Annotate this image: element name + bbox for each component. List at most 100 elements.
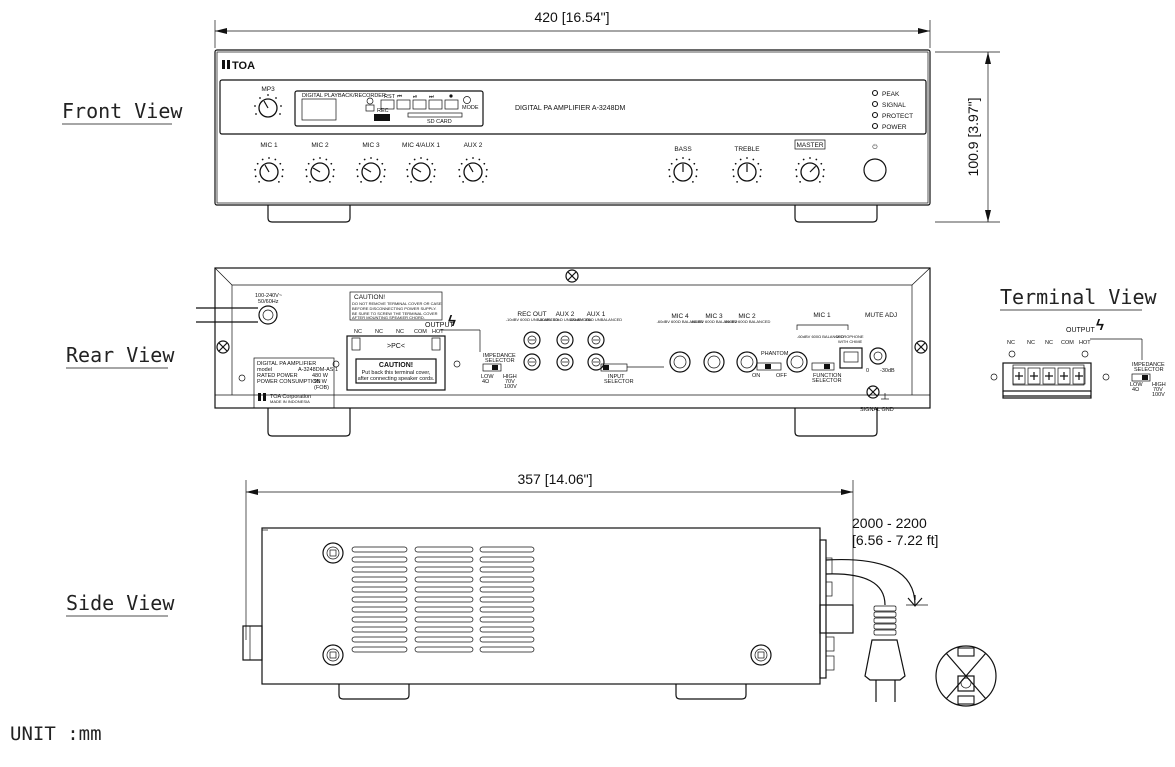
terminal-screw xyxy=(1012,367,1026,385)
power-plug-front xyxy=(935,645,997,707)
svg-text:IMPEDANCE: IMPEDANCE xyxy=(483,353,516,359)
sd-card-slot[interactable] xyxy=(407,112,463,118)
player-indicator-icon xyxy=(366,97,374,105)
mic4-aux1-knob[interactable] xyxy=(406,157,436,183)
svg-text:MADE IN INDONESIA: MADE IN INDONESIA xyxy=(270,399,310,404)
jack-label-mic1: MIC 1 xyxy=(813,312,831,319)
front-view-label-group: Front View xyxy=(62,99,183,125)
mute-adj-knob[interactable] xyxy=(869,347,887,365)
rear-power-cord: 100-240V~ 50/60Hz xyxy=(196,293,282,325)
cord-dimension-line2: [6.56 - 7.22 ft] xyxy=(852,532,938,548)
mic-input-jack[interactable] xyxy=(786,351,808,373)
knob-label-mic2: MIC 2 xyxy=(311,142,329,149)
player-button-next[interactable] xyxy=(428,99,443,110)
player-button-prev[interactable] xyxy=(396,99,411,110)
mic3-knob[interactable] xyxy=(356,157,386,183)
rear-top-screw xyxy=(565,269,579,283)
svg-text:480 W: 480 W xyxy=(312,373,329,379)
svg-text:⏮: ⏮ xyxy=(397,94,402,100)
rca-jack[interactable] xyxy=(523,331,541,349)
front-right-foot xyxy=(794,205,878,223)
player-button-play[interactable] xyxy=(412,99,427,110)
rear-left-foot xyxy=(267,408,351,437)
svg-text:ϟ: ϟ xyxy=(1096,317,1104,334)
mute-adj-label: MUTE ADJ xyxy=(865,312,897,319)
svg-text:-60dBV 600Ω BALANCED: -60dBV 600Ω BALANCED xyxy=(691,319,738,324)
mode-button[interactable] xyxy=(463,96,471,104)
mp3-knob-label: MP3 xyxy=(261,86,275,93)
rj45-port[interactable] xyxy=(839,347,863,369)
knob-label-mic3: MIC 3 xyxy=(362,142,380,149)
treble-knob[interactable] xyxy=(732,157,762,183)
lock-icon xyxy=(365,104,375,112)
mic-input-jack[interactable] xyxy=(736,351,758,373)
cover-mark: >PC< xyxy=(387,343,405,350)
aux2-knob[interactable] xyxy=(458,157,488,183)
svg-text:BE SURE TO SCREW THE TERMINAL: BE SURE TO SCREW THE TERMINAL COVER xyxy=(352,311,438,316)
svg-text:BEFORE DISCONNECTING POWER SUP: BEFORE DISCONNECTING POWER SUPPLY. xyxy=(352,306,437,311)
player-button-rec[interactable] xyxy=(444,99,459,110)
svg-text:⏭: ⏭ xyxy=(429,94,434,100)
function-selector[interactable]: FUNCTION SELECTOR xyxy=(811,362,842,384)
front-inner-panel xyxy=(219,79,927,135)
svg-text:HIGH: HIGH xyxy=(503,374,517,380)
svg-text:TOA Corporation: TOA Corporation xyxy=(270,394,311,400)
front-left-foot xyxy=(267,205,351,223)
master-knob[interactable] xyxy=(795,157,825,183)
mic2-knob[interactable] xyxy=(305,157,335,183)
rear-left-screw xyxy=(216,340,230,354)
knob-label-mic1: MIC 1 xyxy=(260,142,278,149)
svg-text:-20dBV 10kΩ UNBALANCED: -20dBV 10kΩ UNBALANCED xyxy=(539,317,591,322)
svg-text:NC: NC xyxy=(396,329,404,335)
caution-title: CAUTION! xyxy=(354,294,385,301)
indicator-power-led xyxy=(871,122,879,130)
side-screw-bottom-left xyxy=(322,644,344,666)
svg-text:-10dBV 600Ω UNBALANCED: -10dBV 600Ω UNBALANCED xyxy=(506,317,559,322)
rca-jack[interactable] xyxy=(556,353,574,371)
mic-input-jack[interactable] xyxy=(703,351,725,373)
rear-top-bevel xyxy=(214,267,931,286)
rca-jack[interactable] xyxy=(587,353,605,371)
svg-text:NC: NC xyxy=(1027,340,1035,346)
front-panel-outline xyxy=(214,49,931,206)
input-selector[interactable]: INPUT SELECTOR xyxy=(600,363,664,385)
usb-port[interactable] xyxy=(374,114,390,121)
knob-label-mic4-aux1: MIC 4/AUX 1 xyxy=(402,142,440,149)
svg-text:NC: NC xyxy=(354,329,362,335)
svg-text:HOT: HOT xyxy=(432,329,444,335)
phantom-switch[interactable]: PHANTOM ON OFF xyxy=(752,351,789,379)
cord-dimension-line1: 2000 - 2200 xyxy=(852,515,927,531)
rear-view: 100-240V~ 50/60Hz CAUTION! DO NOT REMOVE… xyxy=(196,267,931,437)
front-view-label: Front View xyxy=(62,99,183,123)
svg-text:NC: NC xyxy=(1007,340,1015,346)
jack-label-mic3: MIC 3 xyxy=(705,313,723,320)
side-view-label-group: Side View xyxy=(66,591,175,617)
mic-input-jack[interactable] xyxy=(669,351,691,373)
svg-text:4Ω: 4Ω xyxy=(482,379,489,385)
rca-jack[interactable] xyxy=(523,353,541,371)
mic1-knob[interactable] xyxy=(254,157,284,183)
bass-knob[interactable] xyxy=(668,157,698,183)
svg-text:DO NOT REMOVE TERMINAL COVER O: DO NOT REMOVE TERMINAL COVER OR CASE xyxy=(352,301,442,306)
terminal-screw xyxy=(1042,367,1056,385)
svg-text:-60dBV 600Ω BALANCED: -60dBV 600Ω BALANCED xyxy=(724,319,771,324)
rca-jack[interactable] xyxy=(587,331,605,349)
svg-text:AFTER MOUNTING SPEAKER CHORD.: AFTER MOUNTING SPEAKER CHORD. xyxy=(352,315,425,320)
rca-jack[interactable] xyxy=(556,331,574,349)
front-indicators: PEAK SIGNAL PROTECT POWER xyxy=(871,89,913,131)
power-button[interactable]: ⏻ xyxy=(863,144,887,182)
jack-label-rec-out: REC OUT xyxy=(517,311,546,318)
player-button-1[interactable] xyxy=(380,99,395,110)
svg-text:⏯: ⏯ xyxy=(413,94,417,100)
terminal-screw xyxy=(1057,367,1071,385)
svg-text:-60dBV 600Ω BALANCED: -60dBV 600Ω BALANCED xyxy=(657,319,704,324)
impedance-selector[interactable]: IMPEDANCE SELECTOR LOW 4Ω HIGH 70V 100V xyxy=(481,353,517,390)
side-left-foot xyxy=(338,684,410,700)
svg-text:HIGH: HIGH xyxy=(1152,382,1166,388)
indicator-signal-led xyxy=(871,100,879,108)
player-usb-label: REC xyxy=(377,108,389,114)
svg-text:INPUT: INPUT xyxy=(608,374,625,380)
mp3-knob[interactable] xyxy=(254,94,282,118)
signal-gnd-label: SIGNAL GND xyxy=(860,407,894,413)
